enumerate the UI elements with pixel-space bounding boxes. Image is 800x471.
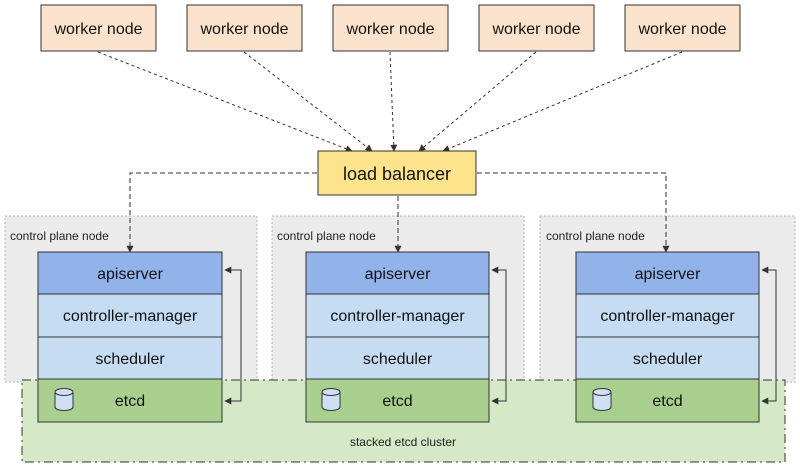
worker-1-connection: [97, 51, 353, 152]
apiserver-label: apiserver: [365, 266, 431, 283]
lb-to-apiserver-1: [126, 172, 317, 253]
worker-4-connection: [418, 51, 537, 152]
etcd-apiserver-links: [224, 266, 777, 405]
controller-manager-label: controller-manager: [600, 308, 735, 325]
worker-3-connection: [389, 51, 398, 152]
worker-node-label: worker node: [491, 21, 580, 38]
worker-5-connection: [442, 51, 683, 152]
etcd-link-3: [761, 266, 777, 405]
etcd-label: etcd: [115, 393, 145, 410]
scheduler-label: scheduler: [633, 351, 703, 368]
controller-manager-label: controller-manager: [63, 308, 198, 325]
worker-node-3: worker node: [332, 4, 449, 52]
load-balancer-connections: [126, 172, 670, 253]
worker-node-4: worker node: [478, 4, 595, 52]
control-plane-stack-1: apiserver controller-manager scheduler e…: [37, 251, 223, 423]
load-balancer-label: load balancer: [343, 164, 451, 184]
database-icon: [321, 388, 341, 411]
etcd-label: etcd: [652, 393, 682, 410]
lb-to-apiserver-3: [477, 172, 670, 253]
etcd-link-1: [224, 266, 242, 405]
load-balancer: load balancer: [317, 150, 477, 196]
stacked-etcd-cluster-label: stacked etcd cluster: [350, 435, 456, 449]
worker-node-1: worker node: [40, 4, 157, 52]
control-plane-node-label: control plane node: [277, 229, 376, 243]
control-plane-node-label: control plane node: [10, 229, 109, 243]
worker-node-label: worker node: [199, 21, 288, 38]
worker-connections: [97, 51, 683, 152]
control-plane-stack-2: apiserver controller-manager scheduler e…: [305, 251, 490, 423]
worker-node-label: worker node: [345, 21, 434, 38]
worker-2-connection: [243, 51, 373, 152]
scheduler-label: scheduler: [363, 351, 433, 368]
etcd-link-2: [491, 266, 507, 405]
apiserver-label: apiserver: [635, 266, 701, 283]
control-plane-stack-3: apiserver controller-manager scheduler e…: [575, 251, 760, 423]
database-icon: [54, 388, 74, 411]
worker-node-label: worker node: [637, 21, 726, 38]
controller-manager-label: controller-manager: [330, 308, 465, 325]
worker-node-5: worker node: [624, 4, 741, 52]
control-plane-node-label: control plane node: [546, 229, 645, 243]
etcd-label: etcd: [382, 393, 412, 410]
scheduler-label: scheduler: [95, 351, 165, 368]
worker-node-2: worker node: [186, 4, 303, 52]
worker-node-label: worker node: [53, 21, 142, 38]
apiserver-label: apiserver: [97, 266, 163, 283]
database-icon: [592, 388, 612, 411]
